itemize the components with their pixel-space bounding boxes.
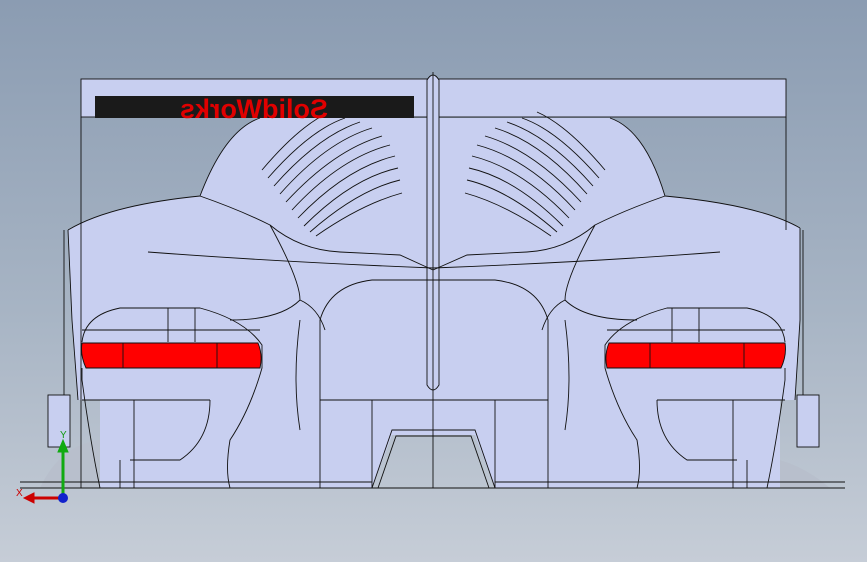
right-light-housing [604,307,786,489]
diffuser-center [319,279,549,488]
vent-grille-right [464,111,606,237]
vent-grille-left [261,111,403,237]
coordinate-triad: X Y [16,430,69,504]
tail-light-right [605,342,786,369]
right-side-tab [796,394,820,448]
triad-y-arrowhead [57,438,69,453]
diffuser-notch [371,429,496,489]
triad-x-arrowhead [22,492,35,504]
wing-decal: SolidWorks [95,94,414,124]
triad-z-axis [58,493,68,503]
triad-y-label: Y [60,430,67,441]
wing-decal-background [95,96,414,118]
tail-light-left [81,342,262,369]
triad-x-label: X [16,488,23,499]
body-outline [67,117,261,231]
left-side-tab [47,394,71,448]
wing-decal-text: SolidWorks [180,94,328,124]
left-light-housing [81,307,263,489]
